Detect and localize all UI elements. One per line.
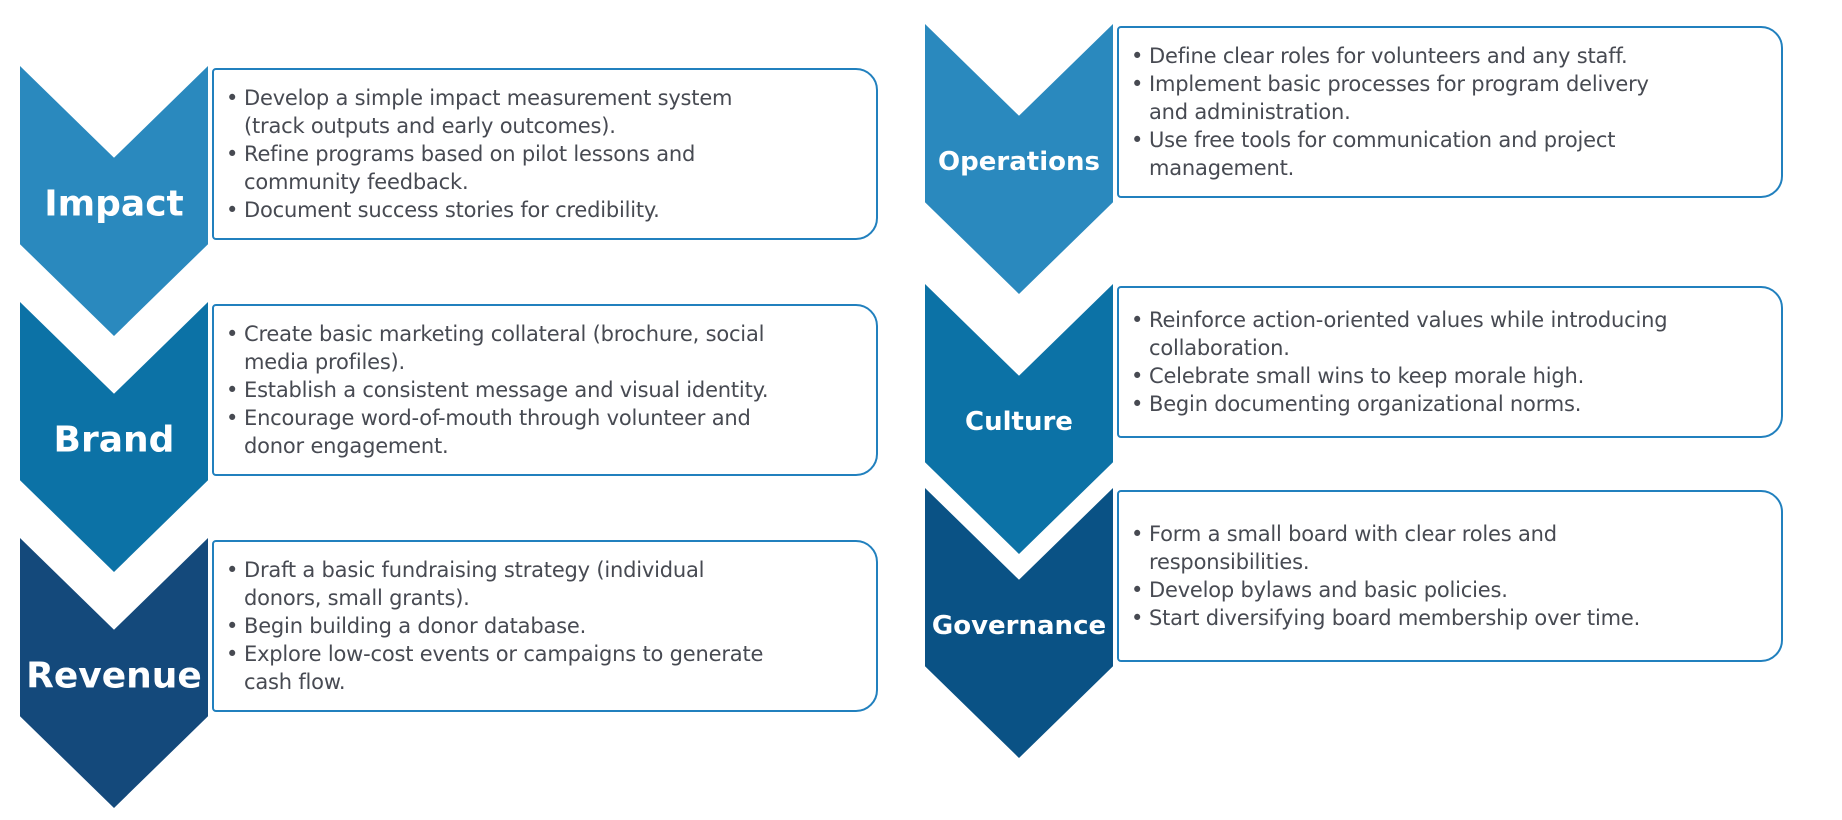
list-item: • Form a small board with clear roles an… bbox=[1131, 520, 1771, 576]
bullet-dot: • bbox=[226, 198, 239, 222]
list-item: • Start diversifying board membership ov… bbox=[1131, 604, 1771, 632]
bullet-text: Establish a consistent message and visua… bbox=[244, 378, 769, 402]
list-item: • Establish a consistent message and vis… bbox=[226, 376, 866, 404]
list-item: • Begin documenting organizational norms… bbox=[1131, 390, 1771, 418]
bullet-dot: • bbox=[1131, 578, 1144, 602]
bullet-text: Refine programs based on pilot lessons a… bbox=[244, 142, 696, 194]
bullet-text: Begin building a donor database. bbox=[244, 614, 587, 638]
list-item: • Reinforce action-oriented values while… bbox=[1131, 306, 1771, 362]
bullet-text: Develop bylaws and basic policies. bbox=[1149, 578, 1508, 602]
list-item: • Define clear roles for volunteers and … bbox=[1131, 42, 1771, 70]
bullet-dot: • bbox=[226, 322, 239, 346]
list-item: • Explore low-cost events or campaigns t… bbox=[226, 640, 866, 696]
chevron-governance-label: Governance bbox=[931, 610, 1107, 641]
chevron-brand: Brand bbox=[20, 302, 208, 572]
list-item: • Document success stories for credibili… bbox=[226, 196, 866, 224]
operations-text-box: • Define clear roles for volunteers and … bbox=[1117, 26, 1783, 198]
bullet-dot: • bbox=[1131, 308, 1144, 332]
bullet-text: Document success stories for credibility… bbox=[244, 198, 660, 222]
bullet-dot: • bbox=[1131, 72, 1144, 96]
list-item: • Encourage word-of-mouth through volunt… bbox=[226, 404, 866, 460]
bullet-text: Implement basic processes for program de… bbox=[1149, 72, 1649, 124]
bullet-dot: • bbox=[1131, 606, 1144, 630]
bullet-text: Encourage word-of-mouth through voluntee… bbox=[244, 406, 751, 458]
list-item: • Develop a simple impact measurement sy… bbox=[226, 84, 866, 140]
bullet-dot: • bbox=[226, 142, 239, 166]
list-item: • Implement basic processes for program … bbox=[1131, 70, 1771, 126]
list-item: • Refine programs based on pilot lessons… bbox=[226, 140, 866, 196]
bullet-dot: • bbox=[1131, 392, 1144, 416]
bullet-dot: • bbox=[226, 642, 239, 666]
bullet-dot: • bbox=[1131, 44, 1144, 68]
list-item: • Develop bylaws and basic policies. bbox=[1131, 576, 1771, 604]
bullet-dot: • bbox=[1131, 522, 1144, 546]
chevron-culture-label: Culture bbox=[965, 406, 1073, 437]
list-item: • Use free tools for communication and p… bbox=[1131, 126, 1771, 182]
list-item: • Celebrate small wins to keep morale hi… bbox=[1131, 362, 1771, 390]
bullet-text: Reinforce action-oriented values while i… bbox=[1149, 308, 1668, 360]
revenue-text-box: • Draft a basic fundraising strategy (in… bbox=[212, 540, 878, 712]
chevron-revenue-label: Revenue bbox=[26, 655, 202, 697]
bullet-text: Celebrate small wins to keep morale high… bbox=[1149, 364, 1585, 388]
chevron-revenue: Revenue bbox=[20, 538, 208, 808]
bullet-text: Develop a simple impact measurement syst… bbox=[244, 86, 733, 138]
bullet-dot: • bbox=[1131, 128, 1144, 152]
bullet-text: Use free tools for communication and pro… bbox=[1149, 128, 1616, 180]
list-item: • Create basic marketing collateral (bro… bbox=[226, 320, 866, 376]
list-item: • Draft a basic fundraising strategy (in… bbox=[226, 556, 866, 612]
chevron-impact-label: Impact bbox=[44, 183, 184, 225]
bullet-dot: • bbox=[226, 614, 239, 638]
bullet-text: Form a small board with clear roles and … bbox=[1149, 522, 1557, 574]
chevron-brand-label: Brand bbox=[53, 419, 175, 461]
list-item: • Begin building a donor database. bbox=[226, 612, 866, 640]
governance-text-box: • Form a small board with clear roles an… bbox=[1117, 490, 1783, 662]
chevron-operations-label: Operations bbox=[938, 146, 1100, 177]
bullet-dot: • bbox=[226, 86, 239, 110]
bullet-dot: • bbox=[1131, 364, 1144, 388]
chevron-culture: Culture bbox=[925, 284, 1113, 554]
brand-text-box: • Create basic marketing collateral (bro… bbox=[212, 304, 878, 476]
culture-text-box: • Reinforce action-oriented values while… bbox=[1117, 286, 1783, 438]
bullet-dot: • bbox=[226, 558, 239, 582]
chevron-impact: Impact bbox=[20, 66, 208, 336]
bullet-text: Draft a basic fundraising strategy (indi… bbox=[244, 558, 705, 610]
bullet-text: Begin documenting organizational norms. bbox=[1149, 392, 1582, 416]
bullet-text: Create basic marketing collateral (broch… bbox=[244, 322, 765, 374]
impact-text-box: • Develop a simple impact measurement sy… bbox=[212, 68, 878, 240]
bullet-text: Explore low-cost events or campaigns to … bbox=[244, 642, 764, 694]
bullet-dot: • bbox=[226, 406, 239, 430]
bullet-text: Define clear roles for volunteers and an… bbox=[1149, 44, 1628, 68]
bullet-dot: • bbox=[226, 378, 239, 402]
bullet-text: Start diversifying board membership over… bbox=[1149, 606, 1641, 630]
chevron-operations: Operations bbox=[925, 24, 1113, 294]
